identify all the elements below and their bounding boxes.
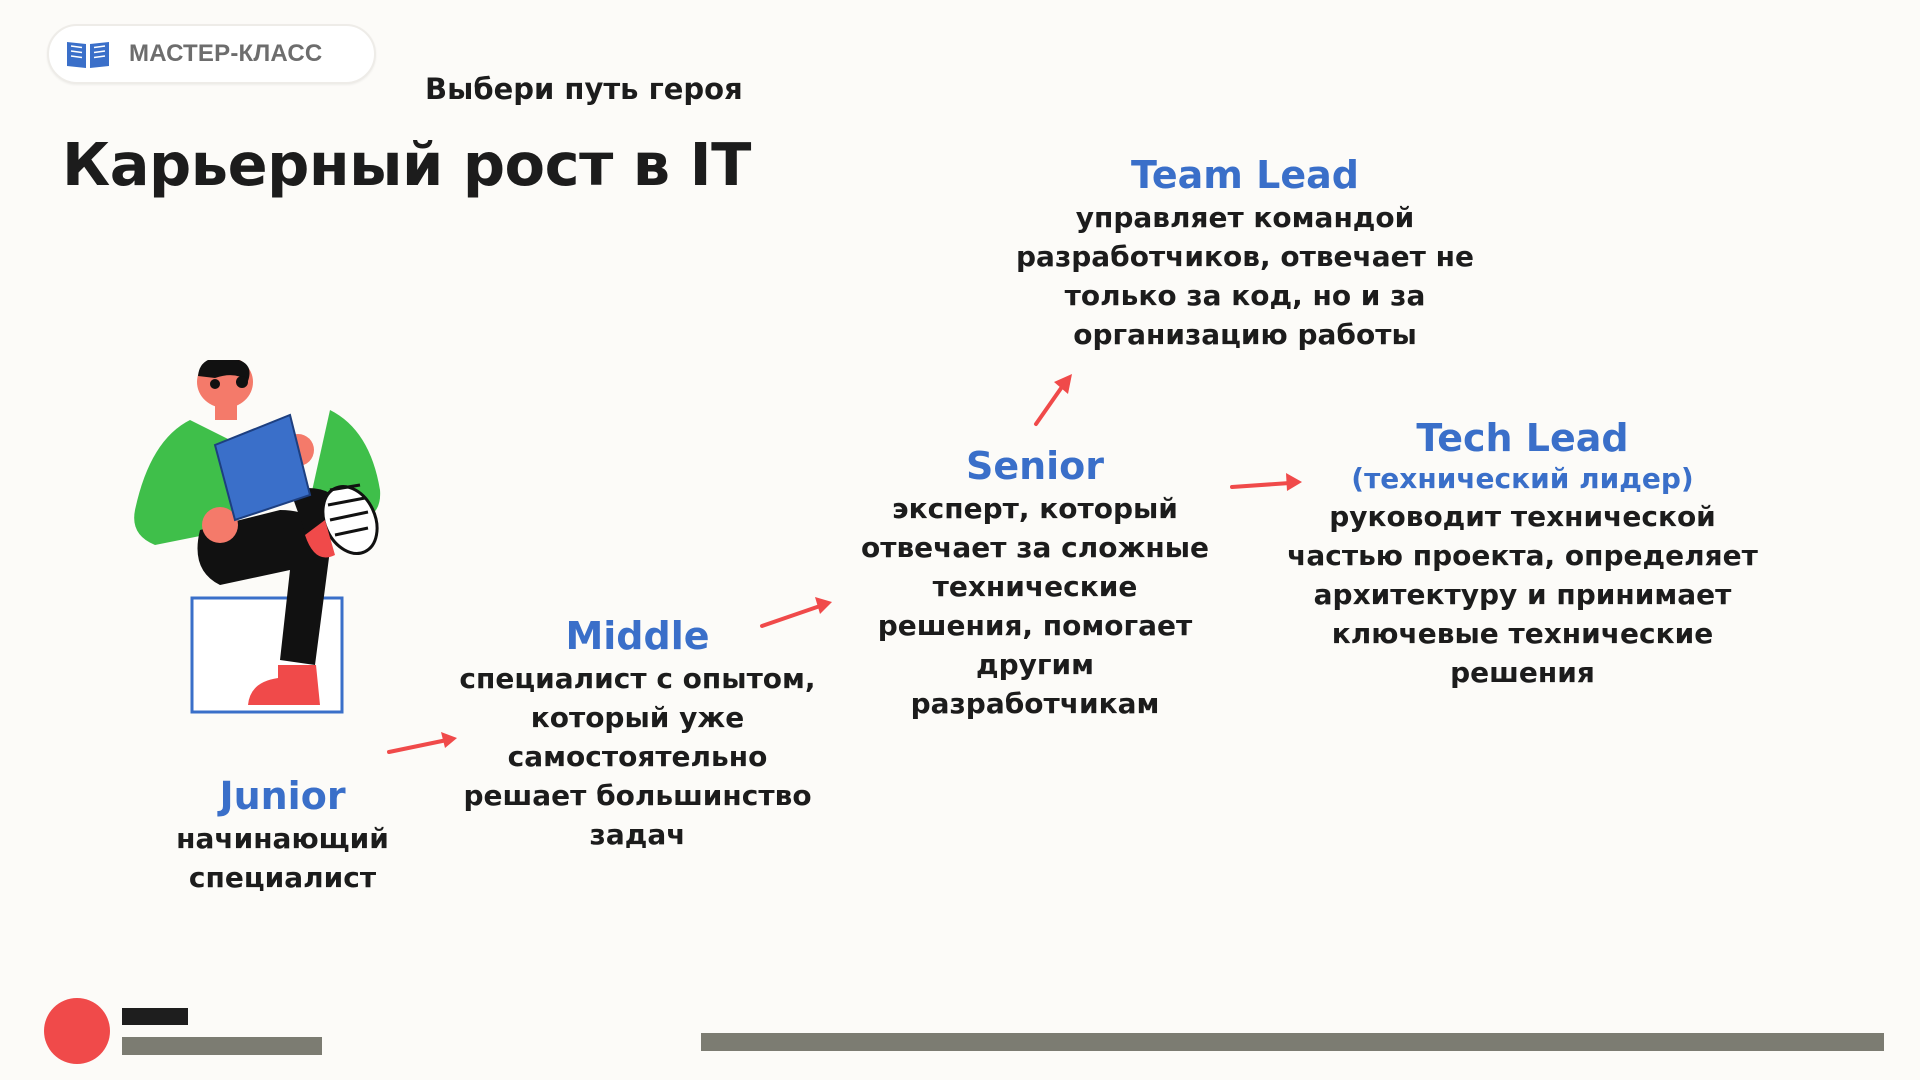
stage-desc-team-lead: управляет командой разработчиков, отвеча… — [995, 198, 1495, 354]
desc-line: ключевые технические — [1331, 617, 1714, 650]
desc-line: специалист — [188, 861, 377, 894]
stage-desc-middle: специалист с опытом, который уже самосто… — [450, 659, 825, 854]
arrow-senior-to-tech-lead-icon — [1230, 473, 1302, 491]
footer-grey-short-bar — [122, 1037, 322, 1055]
stage-tech-lead: Tech Lead (технический лидер) руководит … — [1285, 415, 1760, 692]
desc-line: специалист с опытом, — [459, 662, 816, 695]
desc-line: эксперт, который — [892, 492, 1178, 525]
arrow-junior-to-middle-icon — [387, 732, 457, 754]
desc-line: архитектуру и принимает — [1313, 578, 1732, 611]
stage-role-middle: Middle — [565, 614, 710, 658]
desc-line: задач — [589, 818, 686, 851]
page-title: Карьерный рост в IT — [62, 130, 751, 199]
desc-line: управляет командой — [1075, 201, 1415, 234]
desc-line: руководит технической — [1329, 500, 1716, 533]
book-icon — [67, 42, 109, 68]
stage-desc-tech-lead: руководит технической частью проекта, оп… — [1285, 497, 1760, 692]
stage-middle: Middle специалист с опытом, который уже … — [450, 613, 825, 854]
desc-line: решения — [1450, 656, 1595, 689]
stage-team-lead: Team Lead управляет командой разработчик… — [995, 152, 1495, 354]
desc-line: который уже — [530, 701, 745, 734]
desc-line: решает большинство — [463, 779, 812, 812]
person-with-tablet-illustration — [134, 360, 381, 714]
desc-line: технические — [932, 570, 1138, 603]
badge-label: МАСТЕР-КЛАСС — [129, 40, 323, 67]
footer-grey-long-bar — [701, 1033, 1884, 1051]
desc-line: организацию работы — [1073, 318, 1417, 351]
desc-line: другим — [975, 648, 1095, 681]
stage-role-team-lead: Team Lead — [1131, 153, 1359, 197]
stage-role-senior: Senior — [965, 444, 1105, 488]
desc-line: решения, помогает — [877, 609, 1193, 642]
footer-black-bar — [122, 1008, 188, 1025]
master-class-badge: МАСТЕР-КЛАСС — [47, 24, 376, 84]
desc-line: самостоятельно — [507, 740, 768, 773]
stage-role-sub-tech-lead: (технический лидер) — [1351, 462, 1694, 495]
arrow-senior-to-team-lead-icon — [1034, 374, 1072, 426]
stage-junior: Junior начинающий специалист — [150, 773, 415, 897]
arrow-middle-to-senior-icon — [760, 597, 832, 628]
desc-line: разработчикам — [910, 687, 1160, 720]
stage-role-tech-lead: Tech Lead — [1416, 416, 1629, 460]
desc-line: частью проекта, определяет — [1287, 539, 1758, 572]
stage-role-junior: Junior — [219, 774, 346, 818]
stage-desc-junior: начинающий специалист — [150, 819, 415, 897]
subtitle: Выбери путь героя — [425, 72, 743, 106]
desc-line: отвечает за сложные — [860, 531, 1210, 564]
stage-desc-senior: эксперт, который отвечает за сложные тех… — [855, 489, 1215, 723]
desc-line: разработчиков, отвечает не — [1016, 240, 1474, 273]
desc-line: начинающий — [176, 822, 389, 855]
footer-red-circle — [44, 998, 110, 1064]
desc-line: только за код, но и за — [1064, 279, 1426, 312]
stage-senior: Senior эксперт, который отвечает за слож… — [855, 443, 1215, 723]
